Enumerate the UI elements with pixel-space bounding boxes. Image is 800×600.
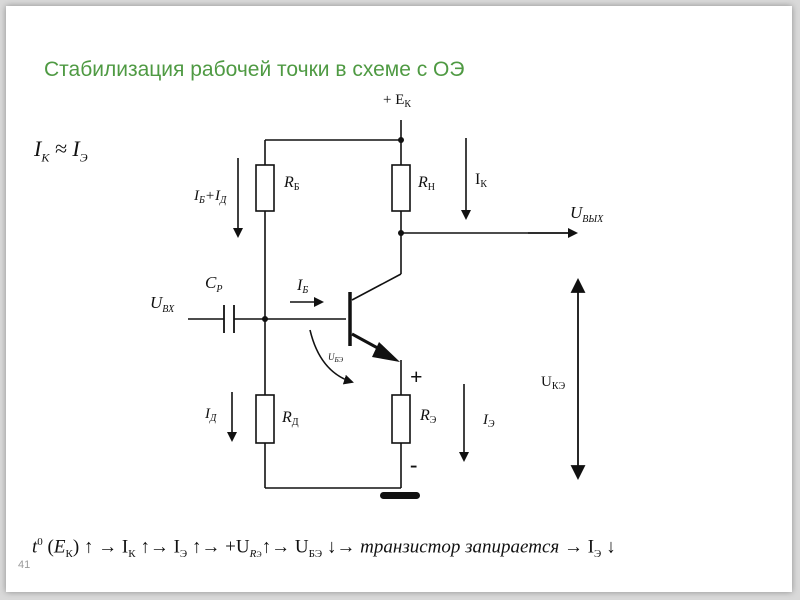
- formula-ure-sub2: Э: [256, 550, 262, 560]
- formula-t-sup: 0: [37, 536, 43, 548]
- formula-ek-close: ): [72, 536, 80, 558]
- approx-ik-sub: К: [41, 150, 50, 165]
- uke-double-arrow: [570, 277, 586, 481]
- formula-step5: ↓→: [322, 536, 361, 558]
- slide-title: Стабилизация рабочей точки в схеме с ОЭ: [44, 58, 465, 81]
- transistor: [348, 292, 400, 362]
- ube-arrow: [309, 329, 354, 385]
- formula-ube-sub: БЭ: [308, 548, 323, 561]
- formula-step2: ↑→ I: [135, 536, 180, 558]
- approx-op: ≈: [54, 136, 67, 161]
- formula-ure-sub: R: [249, 548, 257, 561]
- approx-ik: I: [34, 136, 42, 161]
- formula-step1: ↑ → I: [83, 536, 129, 558]
- formula-text: транзистор запирается: [360, 536, 560, 558]
- uin-label: UВХ: [150, 293, 175, 315]
- resistor-rd: [255, 394, 275, 444]
- formula-step6: → I: [559, 536, 595, 558]
- formula-ek-sub: К: [65, 548, 73, 561]
- ib-label: IБ: [296, 277, 308, 296]
- uout-label: UВЫХ: [570, 203, 604, 225]
- cp-label: CР: [205, 273, 222, 295]
- ie-label: IЭ: [482, 412, 495, 430]
- formula-ie-sub: Э: [179, 548, 188, 561]
- rd-label: RД: [281, 409, 299, 428]
- junction-dots: [262, 137, 404, 322]
- page-number: 41: [18, 559, 31, 571]
- ik-label: IК: [475, 171, 487, 190]
- supply-label: + EК: [383, 92, 411, 110]
- ube-label: UБЭ: [328, 352, 344, 364]
- approx-ie: I: [72, 136, 80, 161]
- formula-ik-sub: К: [128, 548, 136, 561]
- formula-ie2-sub: Э: [594, 548, 602, 561]
- re-label: RЭ: [419, 407, 437, 426]
- resistor-rb: [255, 164, 275, 212]
- plus-sign: +: [410, 364, 423, 389]
- uke-label: UКЭ: [541, 374, 566, 392]
- current-approximation: IК ≈ IЭ: [34, 136, 88, 165]
- formula-ek: E: [53, 536, 66, 558]
- ground-symbol: [380, 492, 420, 499]
- rb-label: RБ: [283, 174, 300, 193]
- approx-ie-sub: Э: [79, 150, 88, 165]
- minus-sign: -: [410, 452, 417, 477]
- resistor-re: [391, 394, 411, 444]
- rn-label: RН: [417, 174, 435, 193]
- formula-step7: ↓: [601, 536, 616, 558]
- capacitor-cp: [223, 305, 235, 333]
- formula-step3: ↑→ +U: [187, 536, 250, 558]
- resistor-rn: [391, 164, 411, 212]
- formula-step4: ↑→ U: [261, 536, 309, 558]
- formula-ek-open: (: [42, 536, 54, 558]
- ib-id-label: IБ+IД: [193, 188, 227, 206]
- current-arrows: [227, 138, 578, 462]
- id-label: IД: [204, 406, 217, 424]
- formula-t: t: [32, 536, 38, 558]
- circuit-wires: [188, 120, 568, 489]
- stabilization-formula: t0 (EК) ↑ → IК ↑→ IЭ ↑→ +URЭ↑→ UБЭ ↓→ тр…: [32, 536, 616, 560]
